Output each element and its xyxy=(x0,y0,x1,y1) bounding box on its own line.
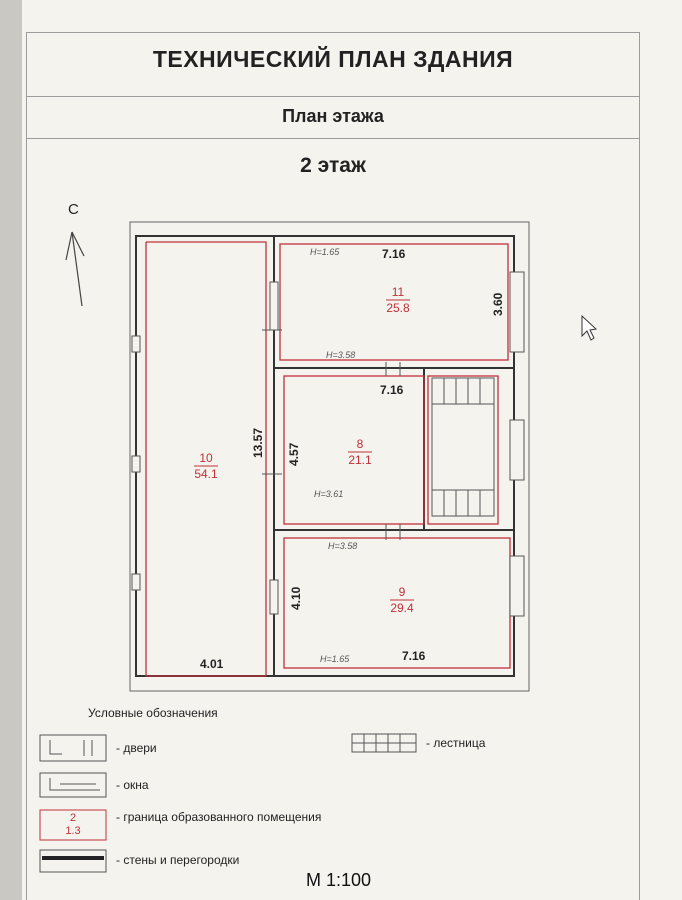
drawing-frame xyxy=(26,32,640,900)
legend-sample-number: 2 xyxy=(70,812,76,824)
title-divider xyxy=(26,96,640,97)
mouse-cursor-icon xyxy=(581,314,598,341)
dim-room9-width: 7.16 xyxy=(402,649,426,663)
legend-room-boundary: - граница образованного помещения xyxy=(116,810,322,824)
height-room9-top: H=3.58 xyxy=(328,541,357,551)
legend-windows: - окна xyxy=(116,778,149,792)
room-9-area: 29.4 xyxy=(390,601,414,615)
room-8-area: 21.1 xyxy=(348,453,372,467)
room-8-number: 8 xyxy=(357,437,364,451)
legend-icons xyxy=(39,733,417,873)
legend-stairs: - лестница xyxy=(426,736,486,750)
room-9-number: 9 xyxy=(399,585,406,599)
dim-room11-depth: 3.60 xyxy=(491,292,505,316)
dim-room10-length: 13.57 xyxy=(251,428,265,458)
plan-subtitle: План этажа xyxy=(282,106,384,126)
height-room9-bottom: H=1.65 xyxy=(320,654,350,664)
height-room11-top: H=1.65 xyxy=(310,247,340,257)
north-arrow: С xyxy=(65,201,85,307)
building-outline xyxy=(129,221,530,692)
height-room8: H=3.61 xyxy=(314,489,343,499)
document-title: ТЕХНИЧЕСКИЙ ПЛАН ЗДАНИЯ xyxy=(152,46,514,72)
dim-room9-depth: 4.10 xyxy=(289,586,303,610)
height-room11-bottom: H=3.58 xyxy=(326,350,355,360)
windows xyxy=(131,271,525,617)
dim-room8-depth: 4.57 xyxy=(287,442,301,466)
room-10-area: 54.1 xyxy=(194,467,218,481)
compass-label: С xyxy=(68,201,79,218)
dim-room8-width: 7.16 xyxy=(380,383,404,397)
scale-label: М 1:100 xyxy=(306,870,372,890)
legend-heading: Условные обозначения xyxy=(88,706,218,720)
dim-room11-width: 7.16 xyxy=(382,247,406,261)
doors xyxy=(262,329,401,540)
legend-walls: - стены и перегородки xyxy=(116,853,240,867)
room-10-number: 10 xyxy=(199,451,213,465)
room-11-area: 25.8 xyxy=(386,301,410,315)
staircase xyxy=(431,377,495,517)
legend-sample-area: 1.3 xyxy=(65,825,80,837)
dim-room10-width: 4.01 xyxy=(200,657,224,671)
room-11-number: 11 xyxy=(392,285,405,299)
subtitle-divider xyxy=(26,138,640,139)
walls xyxy=(135,235,515,677)
legend-doors: - двери xyxy=(116,741,157,755)
floor-label: 2 этаж xyxy=(300,154,366,177)
